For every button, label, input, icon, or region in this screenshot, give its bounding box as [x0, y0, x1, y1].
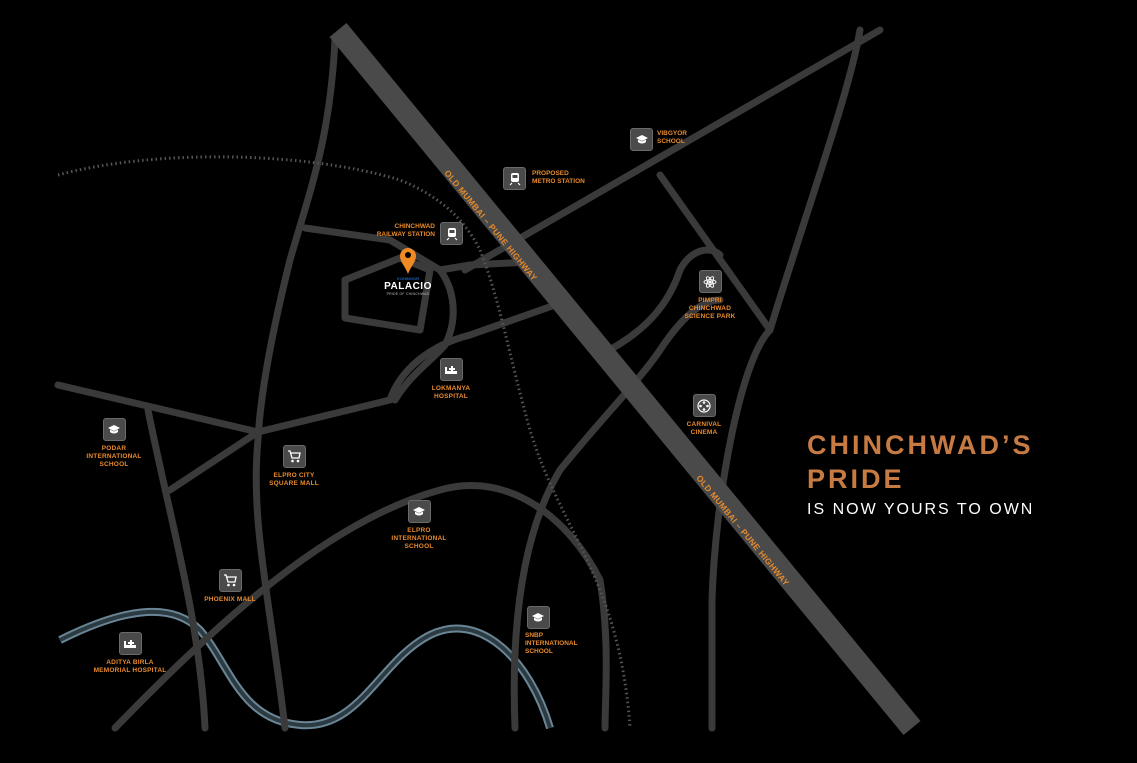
tagline-line1: CHINCHWAD’S — [807, 430, 1034, 460]
tagline-line3: IS NOW YOURS TO OWN — [807, 501, 1035, 518]
poi-snbp-school[interactable] — [524, 606, 552, 633]
train-icon — [440, 222, 463, 245]
train-icon — [503, 167, 526, 190]
atom-icon — [698, 270, 722, 293]
graduation-cap-icon — [102, 418, 126, 441]
location-pin-icon — [400, 248, 416, 274]
project-brand[interactable]: KOHINOOR PALACIO PRIDE OF CHINCHWAD — [380, 276, 436, 296]
poi-chinchwad-railway[interactable] — [440, 222, 463, 249]
project-sub: PRIDE OF CHINCHWAD — [386, 292, 430, 296]
railway-track — [57, 155, 632, 729]
poi-proposed-metro[interactable] — [503, 167, 526, 194]
graduation-cap-icon — [407, 500, 431, 523]
river — [58, 607, 554, 730]
old-mumbai-pune-highway — [329, 23, 921, 735]
poi-vibgyor-school[interactable] — [630, 128, 653, 155]
project-name: PALACIO — [384, 281, 432, 292]
poi-phoenix-mall[interactable]: PHOENIX MALL — [199, 569, 261, 604]
brand-top-text: KOHINOOR — [397, 276, 419, 281]
shopping-cart-icon — [218, 569, 242, 592]
poi-phoenix-label: PHOENIX MALL — [204, 596, 256, 603]
hospital-bed-icon — [439, 358, 463, 381]
hospital-bed-icon — [118, 632, 142, 655]
film-reel-icon — [692, 394, 716, 417]
graduation-cap-icon — [526, 606, 550, 629]
tagline: CHINCHWAD’S PRIDE IS NOW YOURS TO OWN — [807, 428, 1034, 522]
graduation-cap-icon — [630, 128, 653, 151]
tagline-line2: PRIDE — [807, 464, 905, 494]
road-network — [54, 26, 884, 732]
shopping-cart-icon — [282, 445, 306, 468]
